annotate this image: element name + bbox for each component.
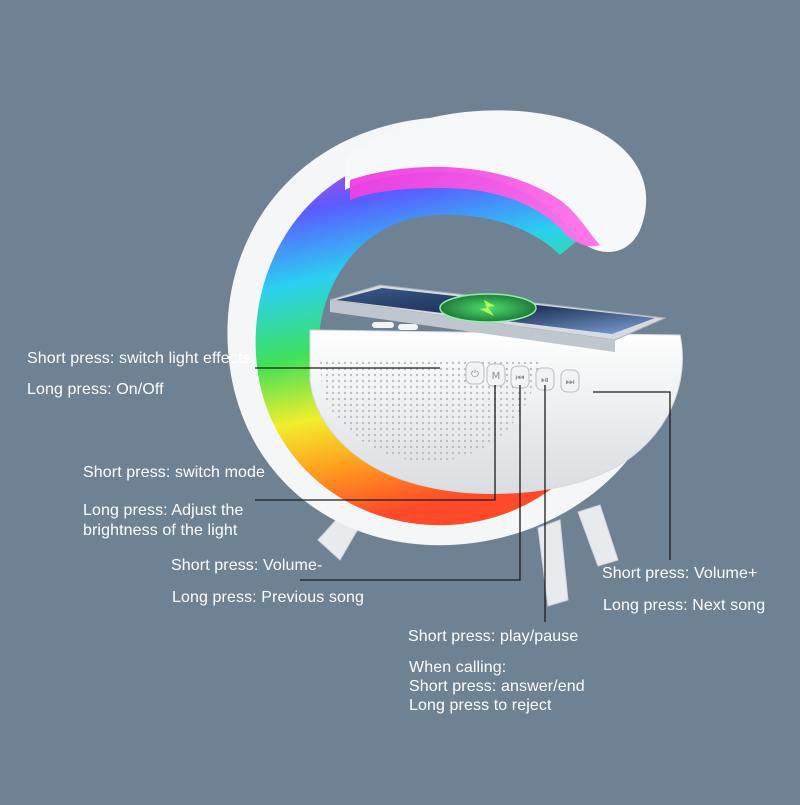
light-long-press-label: Long press: On/Off [27,381,164,398]
volume-up-icon[interactable]: ⏭ [560,369,580,393]
leg-right [577,504,619,567]
svg-text:⏯: ⏯ [541,375,549,386]
smartphone [329,284,667,352]
light-short-press-label: Short press: switch light effects [27,350,251,367]
svg-text:⏭: ⏭ [566,377,575,388]
play-short-press-label: Short press: play/pause [408,628,579,645]
rgb-light-ring [255,151,610,526]
svg-text:⏻: ⏻ [471,369,479,380]
volume-down-icon[interactable]: ⏮ [510,365,530,389]
volume-down-long-press-label: Long press: Previous song [172,589,364,606]
leader-lines [255,367,671,622]
leg-center-left [537,519,569,607]
volume-up-long-press-label: Long press: Next song [603,597,766,614]
volume-up-short-press-label: Short press: Volume+ [602,565,758,582]
control-buttons: ⏻ M ⏮ ⏯ ⏭ [465,361,580,393]
mode-long-press-label: Long press: Adjust the brightness of the… [83,502,244,539]
mode-short-press-label: Short press: switch mode [83,464,266,481]
volume-down-short-press-label: Short press: Volume- [171,557,323,574]
svg-text:M: M [492,371,501,382]
calling-short-press-label: Short press: answer/end [409,678,585,695]
power-icon[interactable]: ⏻ [465,361,485,385]
speaker-grille [320,360,540,462]
svg-text:⏮: ⏮ [516,373,525,384]
calling-long-press-label: Long press to reject [409,697,552,714]
lamp-cap-glow [350,166,600,247]
calling-title-label: When calling: [409,659,507,676]
mode-m-icon[interactable]: M [486,363,506,387]
